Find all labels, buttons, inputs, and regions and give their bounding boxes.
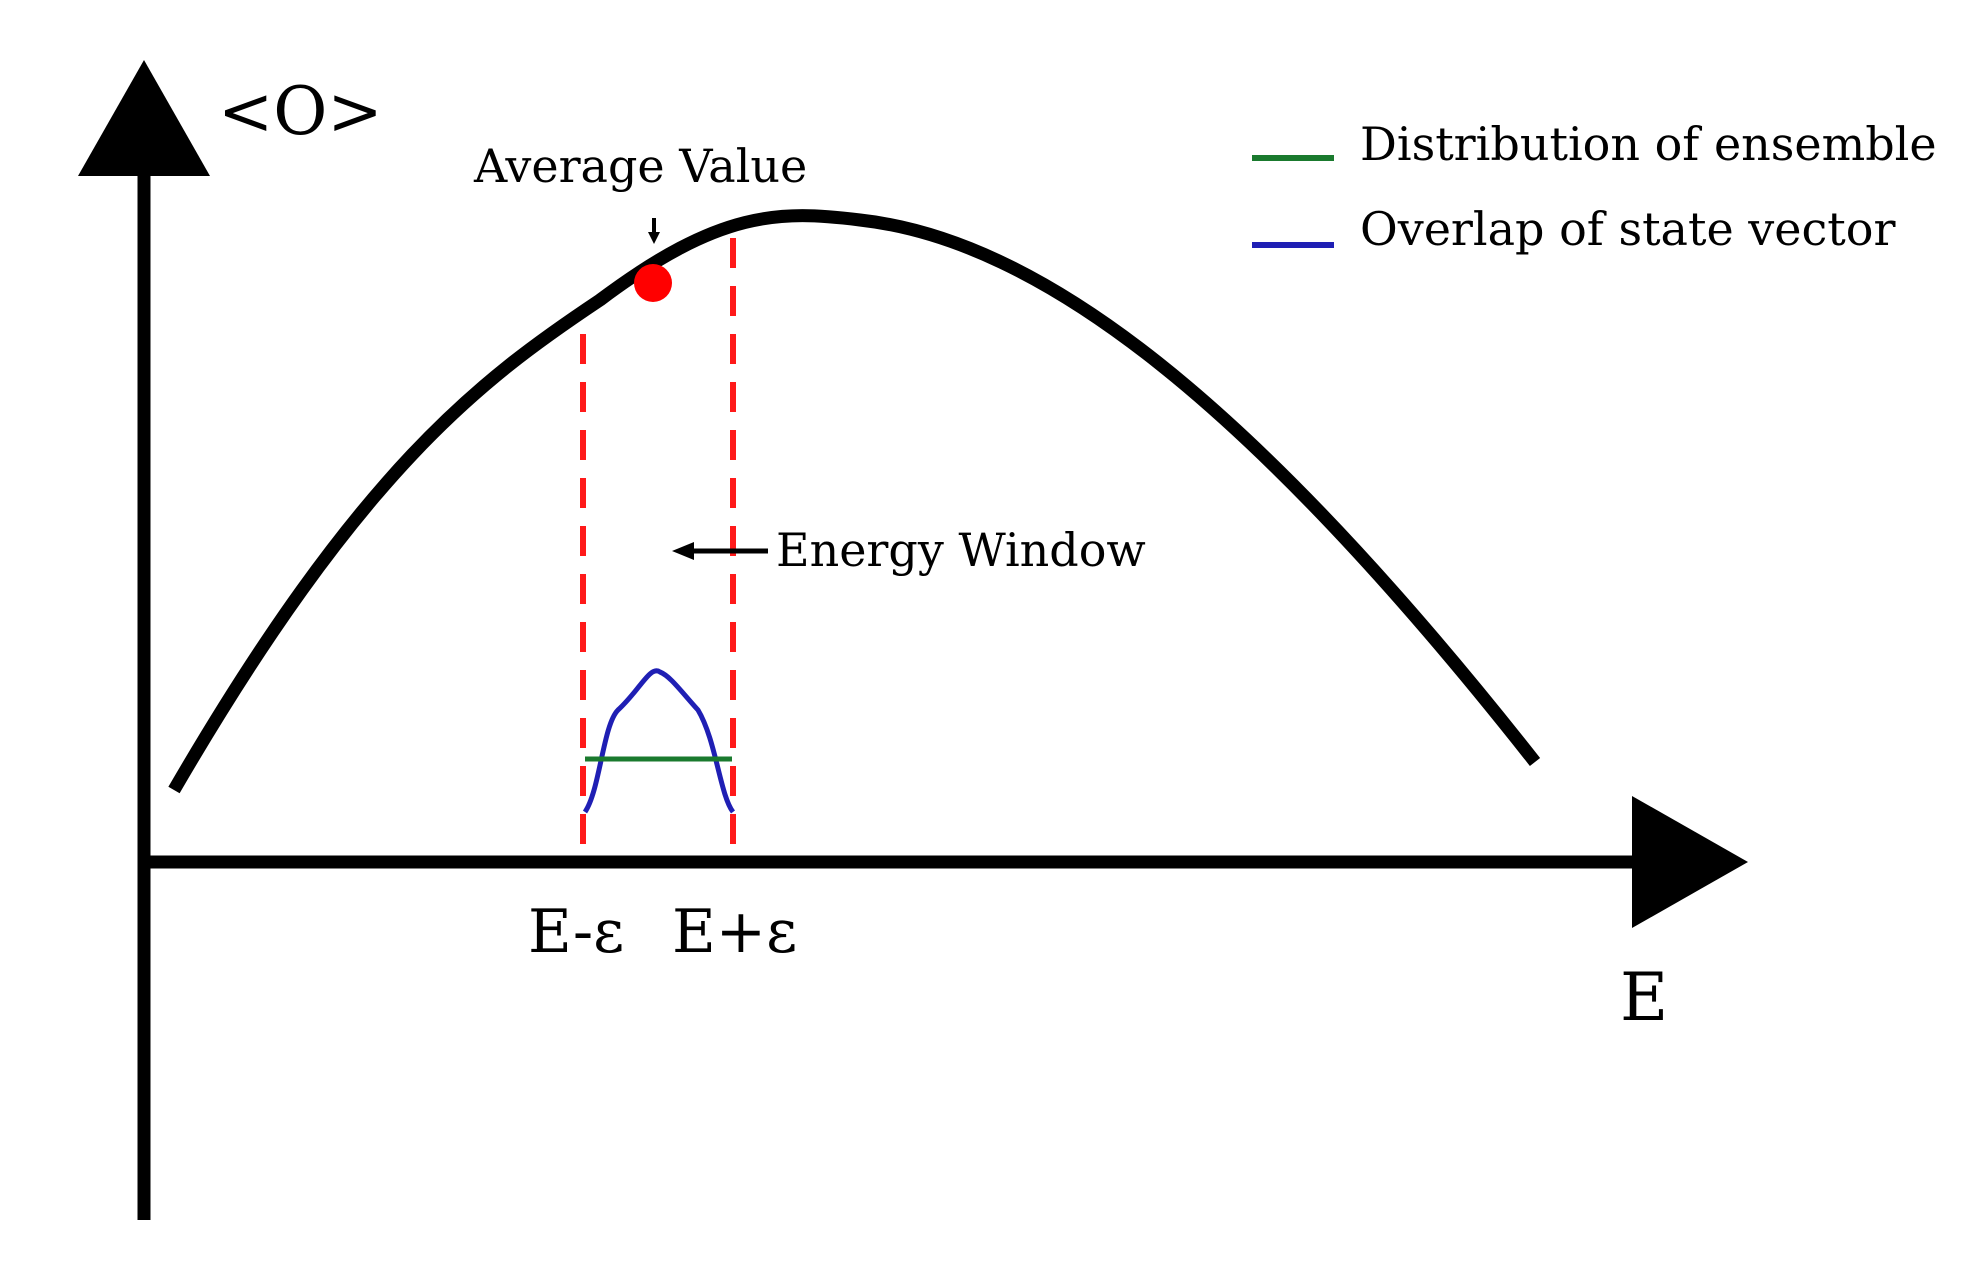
lower-bound-label: E-ε [528, 897, 624, 967]
arrow-down-icon [648, 218, 660, 244]
y-axis-label: <O> [218, 73, 383, 150]
observable-curve [168, 209, 1541, 794]
legend: Distribution of ensemble Overlap of stat… [1252, 117, 1937, 256]
arrow-left-icon [672, 542, 768, 560]
energy-window-label: Energy Window [776, 523, 1146, 577]
overlap-bump [582, 668, 736, 814]
legend-label-distribution: Distribution of ensemble [1360, 117, 1937, 171]
x-axis-arrowhead-icon [1632, 796, 1748, 928]
upper-bound-label: E+ε [672, 897, 797, 967]
average-value-marker [634, 264, 672, 302]
y-axis-arrowhead-icon [78, 60, 210, 176]
legend-label-overlap: Overlap of state vector [1360, 202, 1895, 256]
x-axis-label: E [1620, 959, 1668, 1036]
average-value-label: Average Value [473, 139, 807, 193]
